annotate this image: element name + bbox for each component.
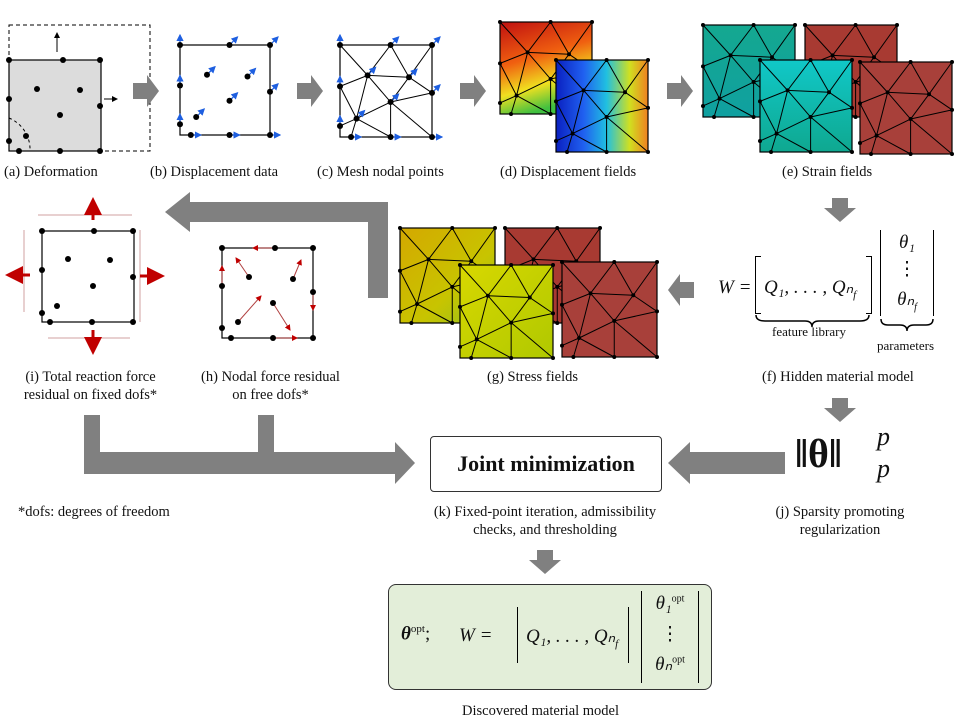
underbrace-icon — [880, 318, 934, 332]
mesh-nodal-points-panel — [336, 33, 444, 141]
regularization-arrow — [668, 442, 785, 484]
label-discovered: Discovered material model — [462, 703, 620, 719]
residual-arrow-icon — [237, 295, 262, 323]
label-k: (k) Fixed-point iteration, admissibility… — [433, 504, 657, 538]
right-arrow-icon — [297, 75, 323, 107]
underbrace-icon — [755, 314, 870, 328]
right-arrow-icon — [133, 75, 159, 107]
stress-field-3 — [458, 263, 555, 360]
w-symbol: W = — [718, 277, 752, 298]
label-e: (e) Strain fields — [782, 164, 873, 180]
stress-field-4 — [560, 260, 659, 359]
discovered-model-box: θopt; W = Q₁, . . . , Qₙf θ₁opt ⋮ θₙopt — [388, 584, 712, 690]
label-f: (f) Hidden material model — [762, 369, 914, 385]
deformation-panel — [6, 24, 151, 154]
label-b: (b) Displacement data — [150, 164, 279, 180]
w-symbol-opt: W = — [459, 625, 493, 646]
displacement-data-panel — [176, 33, 282, 139]
label-c: (c) Mesh nodal points — [317, 164, 444, 180]
flow-arrows — [133, 75, 856, 574]
label-g: (g) Stress fields — [487, 369, 579, 385]
theta-opt: θopt; — [401, 623, 431, 645]
residual-arrow-icon — [272, 302, 291, 331]
parameter-vector: θ₁ ⋮ θₙf — [880, 230, 934, 316]
feature-vector-opt: Q₁, . . . , Qₙf — [517, 607, 629, 663]
label-a: (a) Deformation — [4, 164, 98, 180]
residual-arrow-icon — [292, 259, 302, 280]
reaction-force-panel — [5, 197, 165, 355]
right-arrow-icon — [460, 75, 486, 107]
residual-arrow-icon — [235, 257, 250, 278]
feature-library-label: feature library — [772, 324, 846, 339]
nodal-force-panel — [219, 245, 316, 341]
feedback-arrow — [165, 192, 388, 298]
down-arrow-icon — [824, 198, 856, 222]
displacement-field-y — [554, 58, 650, 154]
feature-vector: Q₁, . . . , Qₙf — [755, 256, 872, 314]
left-arrow-icon — [668, 274, 694, 306]
strain-field-3 — [758, 58, 854, 154]
label-d: (d) Displacement fields — [500, 164, 637, 180]
joint-minimization-label: Joint minimization — [457, 451, 635, 476]
residual-to-minimization-arrow — [84, 415, 415, 484]
parameter-vector-opt: θ₁opt ⋮ θₙopt — [641, 591, 699, 683]
parameters-label: parameters — [877, 338, 935, 353]
joint-minimization-box: Joint minimization — [430, 436, 662, 492]
strain-field-4 — [858, 60, 954, 156]
right-arrow-icon — [667, 75, 693, 107]
down-arrow-icon — [529, 550, 561, 574]
down-arrow-icon — [824, 398, 856, 422]
footnote: *dofs: degrees of freedom — [18, 504, 170, 520]
